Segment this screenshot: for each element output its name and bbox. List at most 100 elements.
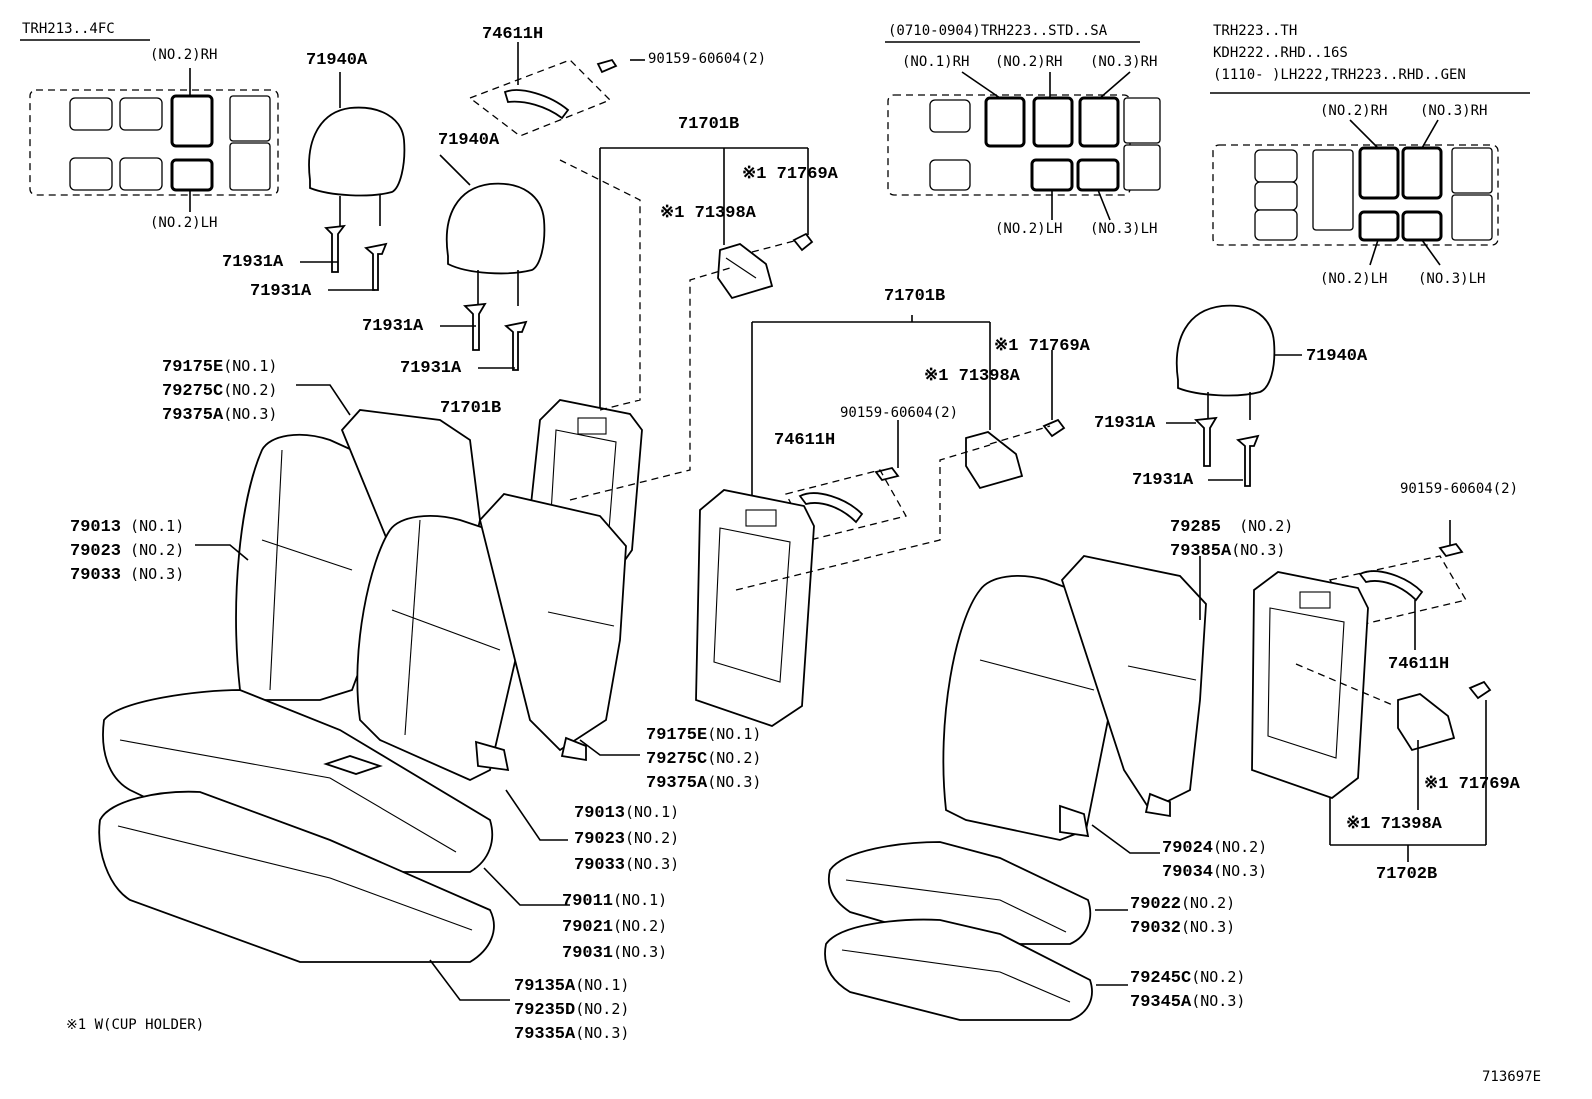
callout-71940a-left: 71940A [306,51,368,70]
mid-seatback-cover-rear [479,493,627,762]
callout-90159-right: 90159-60604(2) [1400,481,1519,497]
group-79024: 79024(NO.2) 79034(NO.3) [1162,836,1267,884]
seat-position: (NO.3) [1231,541,1286,559]
group-7917x-left: 79175E(NO.1) 79275C(NO.2) 79375A(NO.3) [162,355,277,427]
seat-position: (NO.3) [613,943,668,961]
part-number: 79375A [162,406,224,425]
bracket-71398a-right [1329,520,1492,862]
bracket-71398a-mid [751,315,1066,541]
seat-position: (NO.2) [707,749,762,767]
callout-71931a-3: 71931A [362,317,424,336]
seat-position: (NO.1) [130,517,185,535]
group-790x1: 79011(NO.1) 79021(NO.2) 79031(NO.3) [562,888,667,966]
right-seat-cushion-cover [828,841,1092,945]
callout-71769a-right: ※1 71769A [1424,775,1520,794]
inset-trh213-layout [20,39,279,212]
callout-71398a-top: ※1 71398A [660,204,756,223]
callout-90159-top: 90159-60604(2) [648,51,767,67]
part-number: 79021 [562,918,614,937]
seat-position: (NO.2) [1239,517,1294,535]
part-number: 79022 [1130,895,1182,914]
part-number: 79024 [1162,839,1214,858]
inset-std-sa-no2-rh: (NO.2)RH [995,54,1063,70]
inset-gen-no3-lh: (NO.3)LH [1418,271,1486,287]
group-79022: 79022(NO.2) 79032(NO.3) [1130,892,1235,940]
callout-74611h-top: 74611H [482,25,544,44]
inset-trh213-title: TRH213..4FC [22,21,115,37]
inset-gen-no2-rh: (NO.2)RH [1320,103,1388,119]
callout-74611h-right: 74611H [1388,655,1450,674]
seat-position: (NO.2) [1181,894,1236,912]
seat-position: (NO.2) [130,541,185,559]
mid-seatback-cover [356,515,530,781]
part-number: 79375A [646,774,708,793]
callout-71940a-right: 71940A [1306,347,1368,366]
inset-std-sa-layout [885,41,1161,221]
seat-position: (NO.1) [223,357,278,375]
part-number: 79023 [574,830,626,849]
part-number: 79245C [1130,969,1192,988]
group-790x3-mid: 79013(NO.1) 79023(NO.2) 79033(NO.3) [574,800,679,878]
callout-71769a-top: ※1 71769A [742,165,838,184]
bracket-71398a-top [599,147,814,410]
inset-std-sa-title: (0710-0904)TRH223..STD..SA [888,23,1108,39]
inset-gen-line1: TRH223..TH [1213,23,1298,39]
inset-std-sa-no1-rh: (NO.1)RH [902,54,970,70]
seat-position: (NO.3) [1213,862,1268,880]
right-seat-cushion-pad [824,918,1093,1021]
inset-gen-no2-lh: (NO.2)LH [1320,271,1388,287]
part-number: 79011 [562,892,614,911]
seat-position: (NO.1) [613,891,668,909]
part-number: 79385A [1170,542,1232,561]
part-number: 79032 [1130,919,1182,938]
part-number: 79235D [514,1001,576,1020]
part-number: 79033 [70,566,122,585]
part-number: 79275C [646,750,708,769]
figure-id: 713697E [1482,1069,1542,1085]
group-790x3-left: 79013 (NO.1) 79023 (NO.2) 79033 (NO.3) [70,515,184,587]
callout-71940a-mid: 71940A [438,131,500,150]
handle-74611h-top [468,42,645,137]
part-number: 79345A [1130,993,1192,1012]
seat-position: (NO.2) [1213,838,1268,856]
callout-71398a-mid: ※1 71398A [924,367,1020,386]
callout-71701b-mid: 71701B [884,287,946,306]
callout-71398a-right: ※1 71398A [1346,815,1442,834]
callout-90159-mid: 90159-60604(2) [840,405,959,421]
right-seatback-cover-rear [1060,555,1207,818]
callout-71701b-label: 71701B [440,399,502,418]
seat-position: (NO.2) [575,1000,630,1018]
seat-position: (NO.2) [223,381,278,399]
seat-position: (NO.1) [625,803,680,821]
part-number: 79175E [646,726,708,745]
part-number: 79013 [70,518,122,537]
right-seatback-cover [942,575,1121,841]
group-79245c: 79245C(NO.2) 79345A(NO.3) [1130,966,1245,1014]
inset-std-sa-no3-rh: (NO.3)RH [1090,54,1158,70]
seatback-board-71702b-right [1251,571,1396,800]
part-number: 79135A [514,977,576,996]
callout-74611h-mid: 74611H [774,431,836,450]
callout-71769a-mid: ※1 71769A [994,337,1090,356]
seatback-board-71701b-mid [695,444,991,727]
part-number: 79175E [162,358,224,377]
callout-71931a-2: 71931A [250,282,312,301]
inset-gen-no3-rh: (NO.3)RH [1420,103,1488,119]
inset-gen-layout [1210,92,1530,266]
group-79285: 79285 (NO.2) 79385A(NO.3) [1170,515,1293,563]
part-number: 79285 [1170,518,1222,537]
seat-position: (NO.2) [613,917,668,935]
seat-position: (NO.3) [130,565,185,583]
callout-71931a-4: 71931A [400,359,462,378]
seat-position: (NO.3) [575,1024,630,1042]
seat-position: (NO.1) [707,725,762,743]
inset-std-sa-no2-lh: (NO.2)LH [995,221,1063,237]
callout-71931a-6: 71931A [1132,471,1194,490]
inset-gen-line2: KDH222..RHD..16S [1213,45,1348,61]
part-number: 79013 [574,804,626,823]
inset-gen-line3: (1110- )LH222,TRH223..RHD..GEN [1213,67,1466,83]
part-number: 79031 [562,944,614,963]
leader-lines [195,72,1243,1001]
